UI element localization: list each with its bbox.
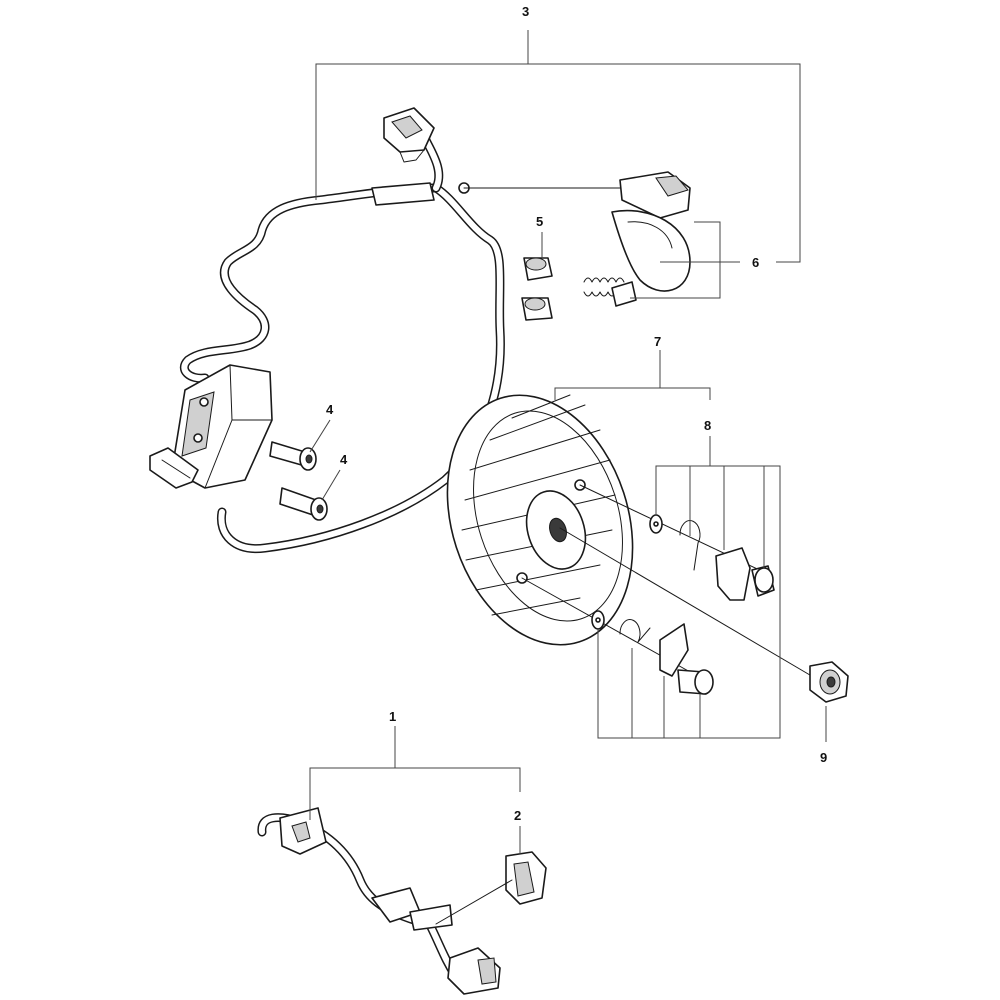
callout-2: 2	[514, 808, 521, 823]
callout-9: 9	[820, 750, 827, 765]
flywheel-nut	[559, 527, 849, 703]
callout-1: 1	[389, 709, 396, 724]
callout-4b: 4	[340, 452, 348, 467]
callout-3: 3	[522, 4, 529, 19]
callout-6: 6	[752, 255, 759, 270]
callout-7: 7	[654, 334, 661, 349]
callout-8: 8	[704, 418, 711, 433]
flywheel	[446, 394, 634, 646]
pawl-kit-lower	[521, 577, 714, 695]
screw-4a	[269, 441, 317, 471]
leader-lines	[309, 30, 827, 854]
grommet-5	[521, 257, 553, 321]
switch-contact-assembly	[463, 171, 691, 307]
callout-5: 5	[536, 214, 543, 229]
screw-4b	[279, 487, 328, 521]
callout-4a: 4	[326, 402, 334, 417]
pawl-kit-upper	[579, 484, 775, 601]
short-circuit-cable-assembly	[257, 807, 547, 995]
